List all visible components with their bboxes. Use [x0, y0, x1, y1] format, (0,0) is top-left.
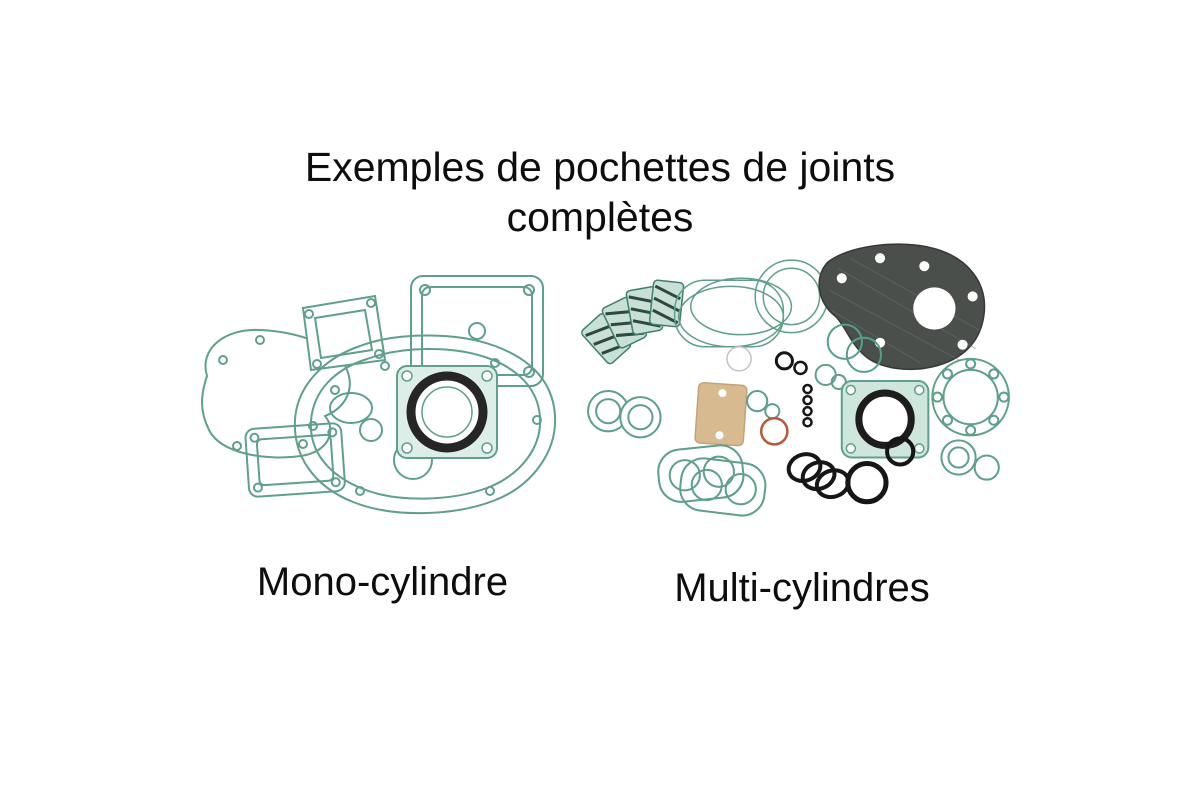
reed-valve-gasket-outline: [301, 294, 387, 372]
side-cover-gaskets: [657, 444, 767, 517]
caption-mono-cylindre: Mono-cylindre: [256, 560, 509, 604]
head-gasket-with-black-ring: [840, 379, 930, 459]
page-title-line2: complètes: [506, 194, 694, 240]
exhaust-gasket-fan: [581, 279, 685, 365]
copper-ring: [759, 416, 789, 446]
page-title: Exemples de pochettes de joints complète…: [0, 142, 1200, 242]
crankcase-gasket-outline: [293, 334, 557, 515]
multi-head-gasket-outlines: [673, 259, 829, 372]
dark-crankcase-gasket: [818, 243, 986, 371]
small-gaskets-far-right: [940, 439, 1000, 481]
interlocked-base-rings: [826, 323, 883, 373]
caption-multi-cylindres: Multi-cylindres: [674, 566, 930, 610]
page-title-line1: Exemples de pochettes de joints: [304, 144, 896, 190]
large-oring: [845, 461, 889, 505]
mono-cylinder-gasket-image: [185, 248, 580, 533]
cylinder-head-gasket: [396, 365, 498, 459]
oring-cluster: [786, 452, 851, 500]
medium-oring: [885, 436, 916, 467]
rectangular-cover-gasket-outline: [244, 422, 346, 498]
paper-gasket: [694, 381, 748, 447]
round-base-gaskets-left: [587, 390, 662, 439]
tiny-oring-dots: [802, 383, 813, 428]
multi-cylinder-gasket-image: [578, 238, 1026, 530]
small-oring-pair: [774, 351, 808, 376]
round-flange-gasket-right: [931, 357, 1010, 437]
